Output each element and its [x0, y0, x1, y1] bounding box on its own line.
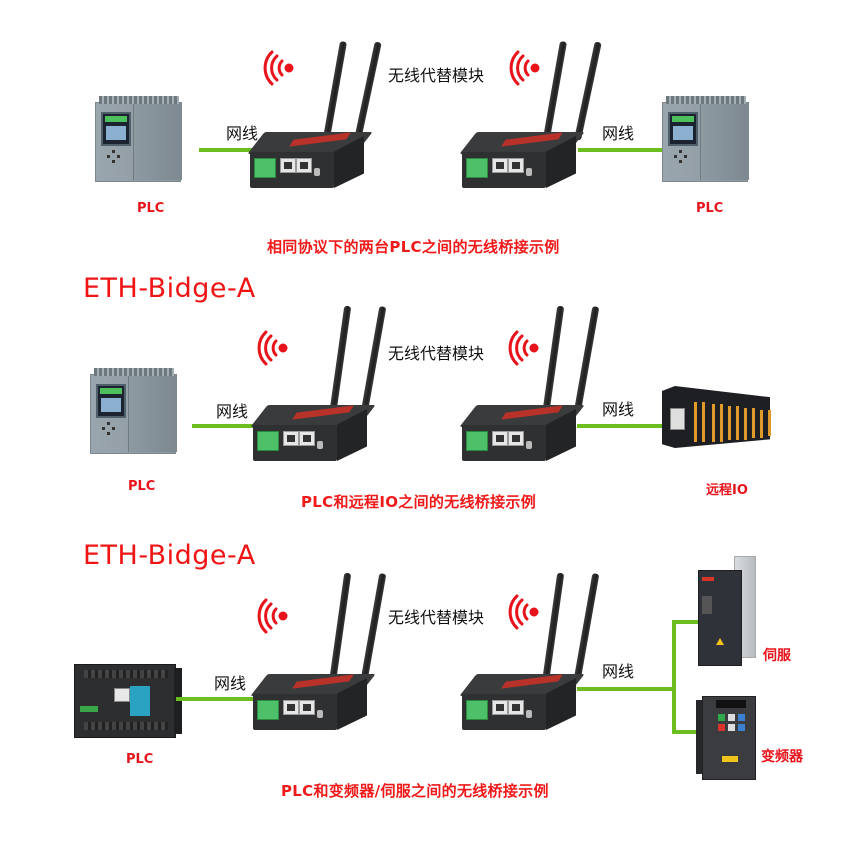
right-device-label: 远程IO	[706, 483, 748, 498]
ethernet-cable	[577, 424, 663, 428]
ethernet-cable	[192, 424, 256, 428]
wireless-router-icon	[459, 305, 600, 475]
section-caption: 相同协议下的两台PLC之间的无线桥接示例	[267, 238, 560, 256]
ethernet-cable-branch	[672, 620, 676, 734]
remote-io-icon	[662, 380, 774, 448]
cable-label: 网线	[216, 402, 249, 421]
ethernet-cable-to-vfd	[672, 730, 698, 734]
compact-plc-icon	[74, 660, 182, 738]
bridge-label: 无线代替模块	[388, 344, 485, 363]
section-title: ETH-Bidge-A	[83, 273, 256, 304]
section-caption: PLC和变频器/伺服之间的无线桥接示例	[281, 782, 549, 800]
bridge-label: 无线代替模块	[388, 66, 485, 85]
ethernet-cable	[199, 148, 261, 152]
ethernet-cable	[176, 697, 256, 701]
wireless-router-icon	[250, 305, 387, 475]
wifi-signal-icon	[257, 330, 288, 366]
siemens-plc-icon	[90, 368, 180, 454]
ethernet-cable	[578, 148, 662, 152]
frequency-inverter-icon	[696, 692, 756, 780]
wifi-signal-icon	[509, 50, 540, 86]
right-device-label: PLC	[696, 201, 724, 216]
servo-label: 伺服	[763, 648, 791, 664]
left-device-label: PLC	[137, 201, 165, 216]
cable-label: 网线	[214, 674, 247, 693]
wifi-signal-icon	[508, 594, 539, 630]
siemens-plc-icon	[662, 96, 752, 182]
cable-label: 网线	[602, 662, 635, 681]
servo-drive-icon	[698, 556, 762, 666]
wireless-router-icon	[250, 572, 387, 742]
cable-label: 网线	[602, 124, 635, 143]
bridge-label: 无线代替模块	[388, 608, 485, 627]
wifi-signal-icon	[257, 598, 288, 634]
left-device-label: PLC	[126, 752, 154, 767]
cable-label: 网线	[602, 400, 635, 419]
ethernet-cable	[577, 687, 675, 691]
section-title: ETH-Bidge-A	[83, 540, 256, 571]
section-caption: PLC和远程IO之间的无线桥接示例	[301, 493, 536, 511]
wireless-router-icon	[247, 40, 382, 210]
vfd-label: 变频器	[761, 749, 803, 765]
left-device-label: PLC	[128, 479, 156, 494]
wifi-signal-icon	[508, 330, 539, 366]
cable-label: 网线	[226, 124, 259, 143]
siemens-plc-icon	[95, 96, 185, 182]
ethernet-cable-to-servo	[672, 620, 698, 624]
wireless-router-icon	[459, 572, 600, 742]
wifi-signal-icon	[263, 50, 294, 86]
wireless-router-icon	[459, 40, 602, 210]
